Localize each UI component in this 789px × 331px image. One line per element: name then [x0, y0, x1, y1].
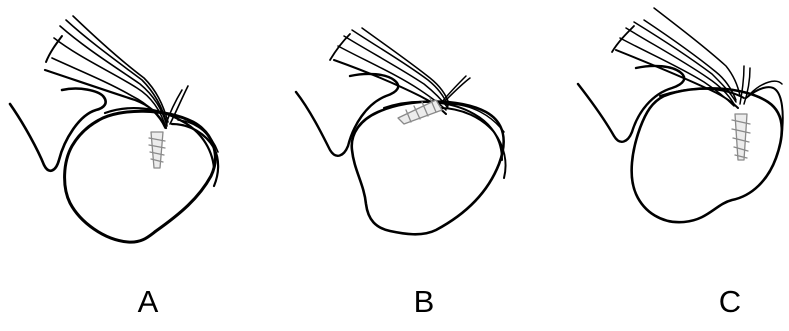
- panel-c-humeral-head: [632, 88, 782, 222]
- panel-label-c: C: [710, 286, 750, 317]
- panel-a-humeral-head: [65, 111, 216, 242]
- panel-c-anchor-icon: [732, 114, 750, 160]
- panel-a-anchor-icon: [149, 132, 165, 168]
- panel-a-acromion: [10, 89, 106, 171]
- panel-label-b: B: [404, 286, 444, 317]
- panel-c-drawing: [578, 8, 783, 222]
- panel-c-acromion: [578, 66, 684, 142]
- panel-b-suture: [442, 76, 466, 102]
- panel-a-drawing: [10, 16, 218, 242]
- panel-b-drawing: [296, 28, 506, 234]
- panel-label-a: A: [128, 286, 168, 317]
- panel-b-acromion: [296, 74, 398, 156]
